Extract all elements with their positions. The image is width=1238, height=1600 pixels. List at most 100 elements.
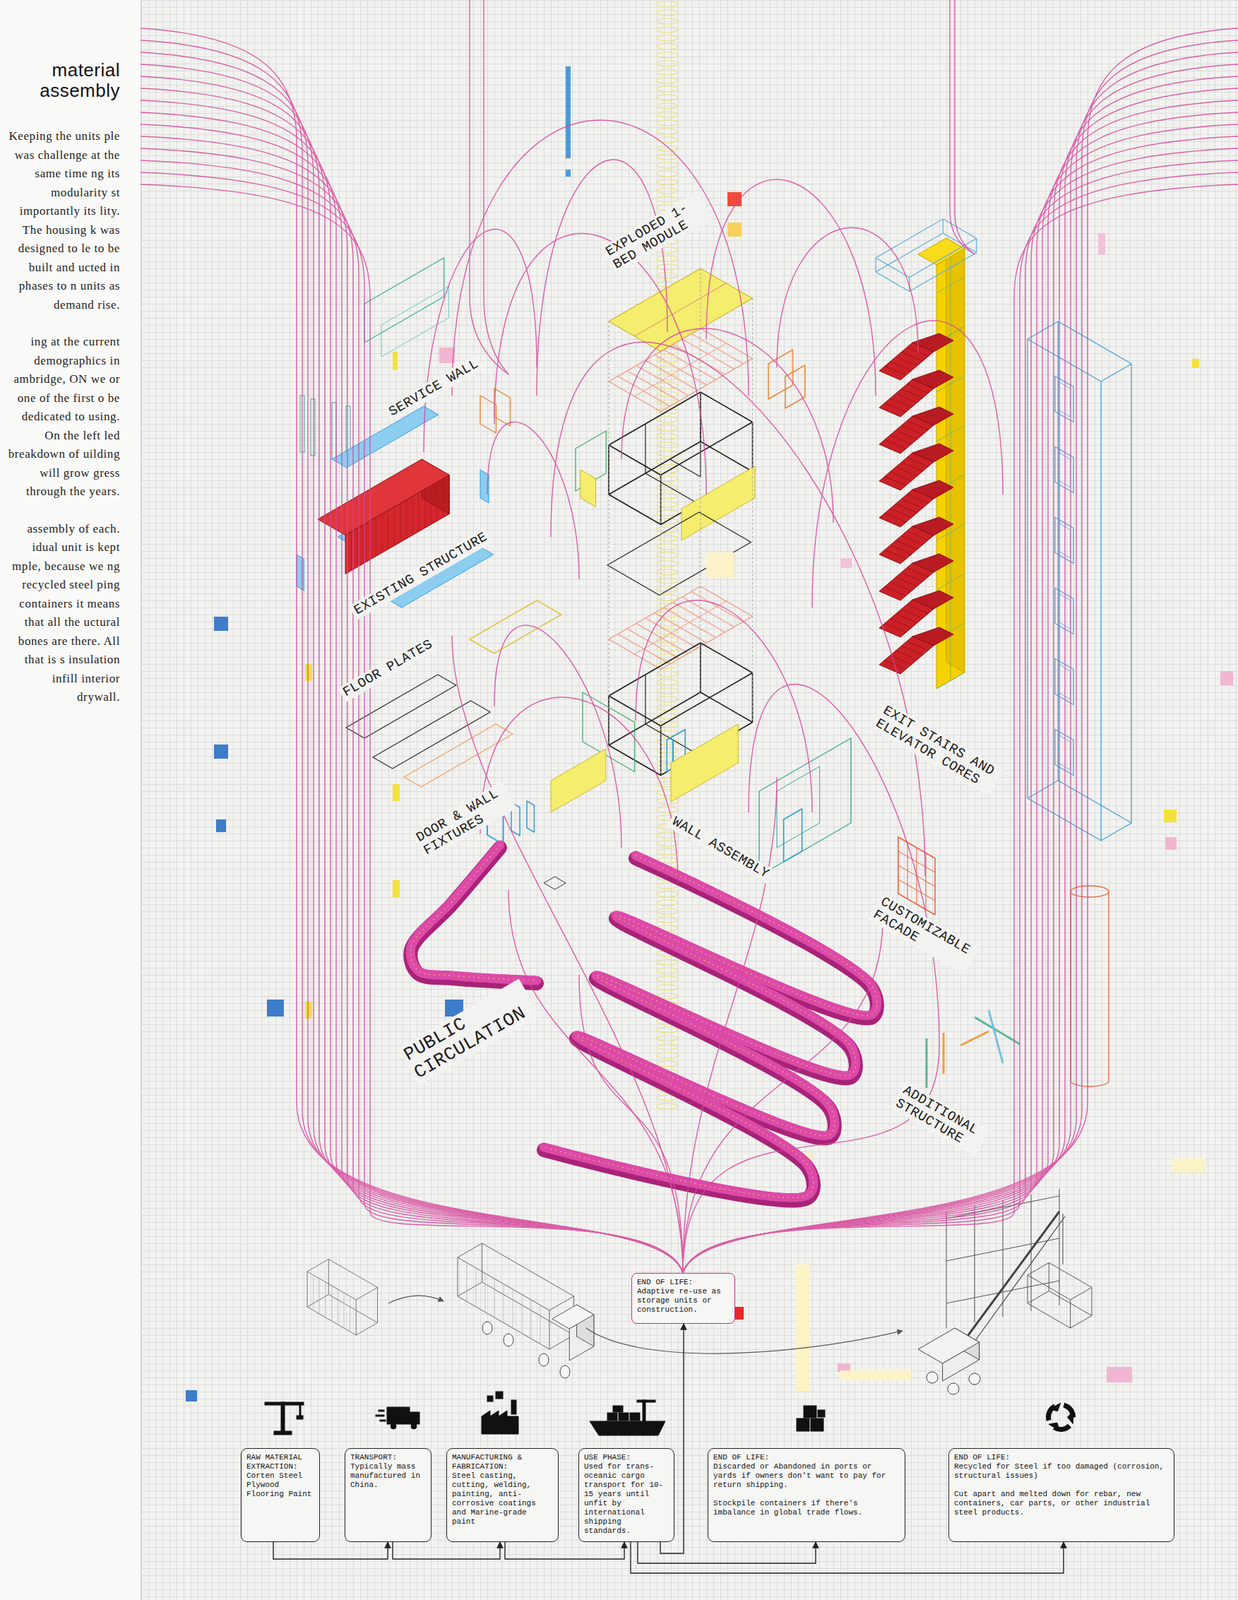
flow-line bbox=[706, 179, 876, 396]
container-rib bbox=[381, 514, 383, 553]
spine-coil bbox=[656, 891, 678, 897]
box-text: END OF LIFE: bbox=[954, 1452, 1169, 1462]
flow-connector bbox=[637, 1541, 816, 1563]
lifted-container bbox=[1027, 1262, 1049, 1276]
flow-line bbox=[140, 76, 683, 1273]
joist bbox=[634, 600, 726, 654]
stair-tread bbox=[906, 457, 928, 467]
box-text: Used for trans-oceanic cargo transport f… bbox=[584, 1461, 669, 1536]
flow-line bbox=[682, 148, 1238, 1273]
container-rib bbox=[436, 482, 438, 522]
crane-cable bbox=[1062, 1213, 1064, 1265]
color-square bbox=[840, 557, 852, 568]
spine-coil bbox=[656, 696, 678, 702]
flow-line bbox=[682, 160, 1238, 1273]
color-square bbox=[795, 1264, 810, 1392]
small-frame bbox=[494, 388, 511, 426]
flow-line bbox=[682, 28, 1238, 1273]
icon-part bbox=[817, 1409, 825, 1417]
flow-line bbox=[140, 100, 683, 1273]
module-frame bbox=[608, 441, 701, 495]
stair-landing bbox=[912, 553, 954, 573]
flow-line bbox=[682, 112, 1238, 1273]
spine-coil bbox=[656, 86, 678, 92]
flow-line bbox=[140, 64, 683, 1273]
process-box: END OF LIFE:Recycled for Steel if too da… bbox=[948, 1447, 1175, 1542]
roof-plate bbox=[608, 268, 753, 352]
stair-tread bbox=[896, 503, 918, 513]
spine-coil bbox=[656, 594, 678, 601]
spine-coil bbox=[656, 18, 678, 25]
stair-tread bbox=[906, 494, 928, 504]
spine-coil bbox=[656, 959, 678, 965]
paragraph: ing at the current demographics in ambri… bbox=[5, 332, 121, 502]
color-square bbox=[305, 1001, 313, 1019]
box-text: Adaptive re-use as storage units or cons… bbox=[637, 1286, 730, 1315]
spine-coil bbox=[656, 543, 678, 550]
flow-line bbox=[451, 635, 683, 1273]
flow-line bbox=[140, 172, 683, 1273]
container-rib bbox=[349, 1295, 351, 1332]
guide-line bbox=[699, 268, 701, 693]
building-outline bbox=[1057, 321, 1132, 364]
stair-tread bbox=[884, 549, 907, 559]
module-frame bbox=[608, 642, 701, 696]
truck-rib bbox=[484, 1273, 486, 1313]
spine-coil bbox=[656, 687, 678, 694]
flow-line bbox=[812, 320, 1003, 608]
stair-tread bbox=[901, 645, 923, 655]
wheel bbox=[482, 1321, 493, 1335]
guide-line bbox=[752, 298, 753, 723]
stair-tread bbox=[890, 581, 912, 592]
stair-landing bbox=[912, 443, 954, 462]
stair-landing bbox=[912, 406, 954, 426]
partition bbox=[645, 473, 698, 504]
color-square bbox=[1106, 1366, 1133, 1383]
process-box: RAW MATERIAL EXTRACTION:Corten Steel Ply… bbox=[240, 1447, 320, 1542]
pale-square bbox=[706, 552, 735, 577]
color-square bbox=[392, 783, 400, 801]
container-rib bbox=[343, 1292, 344, 1328]
container-rib bbox=[331, 1285, 332, 1321]
stair-tread bbox=[896, 430, 918, 440]
spine-coil bbox=[656, 43, 678, 50]
icons bbox=[264, 1391, 1076, 1436]
guide-line bbox=[608, 321, 610, 746]
flow-line bbox=[494, 625, 622, 848]
icon-part bbox=[411, 1423, 417, 1429]
spine-coil bbox=[656, 586, 678, 592]
core-cap bbox=[909, 238, 977, 278]
spine-coil bbox=[656, 255, 678, 262]
container-drawing bbox=[328, 1259, 378, 1288]
box-text: Cut apart and melted down for rebar, new… bbox=[954, 1489, 1169, 1517]
spine-coil bbox=[656, 569, 678, 575]
building-outline bbox=[1100, 363, 1132, 382]
blue-bar bbox=[565, 169, 571, 177]
color-square bbox=[216, 819, 226, 832]
container-rib bbox=[319, 1278, 320, 1314]
truck-rib bbox=[530, 1299, 532, 1339]
spine-coil bbox=[656, 416, 678, 423]
stair-tread bbox=[896, 393, 918, 403]
door bbox=[783, 808, 803, 862]
spine-coil bbox=[656, 1060, 678, 1067]
window-frame bbox=[785, 365, 806, 409]
fixture bbox=[543, 876, 566, 890]
spine-coil bbox=[656, 467, 678, 474]
color-square bbox=[1163, 809, 1177, 823]
window bbox=[1057, 381, 1070, 417]
icon-part bbox=[803, 1405, 817, 1418]
module-frame bbox=[700, 441, 753, 472]
flow-line bbox=[480, 697, 678, 883]
spine-coil bbox=[656, 611, 678, 618]
paragraph: assembly of each. idual unit is kept mpl… bbox=[5, 519, 121, 707]
stair-ribbon bbox=[410, 847, 537, 984]
stair-tread bbox=[890, 545, 912, 555]
spine-coil bbox=[656, 272, 678, 279]
icon-part bbox=[299, 1404, 301, 1416]
window bbox=[1057, 522, 1070, 558]
flow-line bbox=[451, 120, 749, 396]
spine-coil bbox=[656, 26, 678, 33]
stair-tread bbox=[896, 466, 918, 476]
stair-tread bbox=[901, 535, 923, 545]
